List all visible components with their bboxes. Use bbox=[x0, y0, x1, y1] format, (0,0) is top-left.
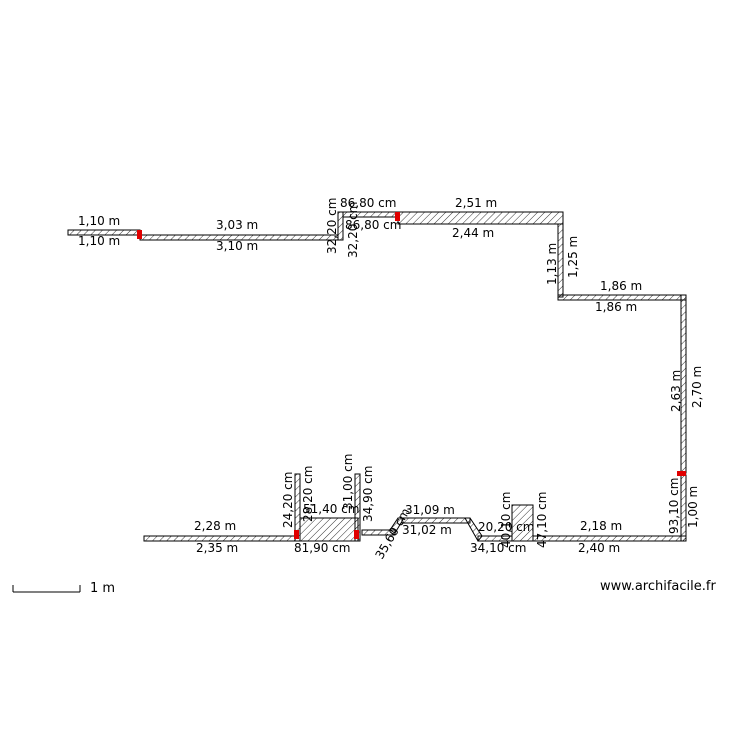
dimension-label: 2,44 m bbox=[452, 226, 494, 240]
junction-marker bbox=[294, 530, 299, 539]
dimension-label: 51,40 cm bbox=[303, 502, 359, 516]
wall-segment bbox=[361, 529, 396, 536]
wall-segment bbox=[338, 212, 343, 240]
dimension-label: 31,00 cm bbox=[341, 454, 355, 510]
site-credit[interactable]: www.archifacile.fr bbox=[600, 579, 716, 594]
dimension-label: 2,51 m bbox=[455, 196, 497, 210]
dimension-label: 32,20 cm bbox=[346, 202, 360, 258]
wall-segment bbox=[68, 230, 140, 235]
wall-segment bbox=[478, 536, 512, 541]
wall-segment bbox=[294, 473, 301, 542]
dimension-label: 3,10 m bbox=[216, 239, 258, 253]
dimension-label: 31,09 m bbox=[405, 503, 455, 517]
dimension-label: 34,10 cm bbox=[470, 541, 526, 555]
dimension-label: 32,20 cm bbox=[325, 198, 339, 254]
dimension-label: 2,70 m bbox=[690, 366, 704, 408]
wall-segment bbox=[295, 474, 300, 541]
dimension-label: 1,25 m bbox=[566, 236, 580, 278]
dimension-label: 3,03 m bbox=[216, 218, 258, 232]
wall-segment bbox=[681, 475, 686, 541]
dimension-label: 1,10 m bbox=[78, 214, 120, 228]
wall-segment bbox=[512, 505, 533, 541]
dimension-labels: 1,10 m 1,10 m 3,03 m 3,10 m 32,20 cm 32,… bbox=[78, 196, 704, 562]
dimension-label: 28,20 cm bbox=[301, 466, 315, 522]
wall-segment bbox=[533, 536, 686, 541]
wall-segment bbox=[355, 474, 360, 541]
scale-bar-label: 1 m bbox=[90, 581, 115, 596]
junction-markers bbox=[137, 212, 686, 539]
junction-marker bbox=[677, 471, 686, 476]
wall-segment bbox=[337, 211, 344, 241]
wall-segment bbox=[300, 518, 358, 541]
wall-segment bbox=[558, 295, 686, 300]
wall-segment bbox=[398, 212, 563, 224]
wall-segment bbox=[681, 295, 686, 473]
dimension-label: 1,86 m bbox=[600, 279, 642, 293]
dimension-label: 20,20 cm bbox=[478, 520, 534, 534]
dimension-label: 1,10 m bbox=[78, 234, 120, 248]
wall-segment bbox=[402, 518, 470, 523]
dimension-label: 1,00 m bbox=[686, 486, 700, 528]
dimension-label: 2,63 m bbox=[669, 370, 683, 412]
wall-segment bbox=[140, 235, 338, 240]
dimension-label: 31,02 m bbox=[402, 523, 452, 537]
dimension-label: 47,10 cm bbox=[535, 492, 549, 548]
dimension-label: 81,90 cm bbox=[294, 541, 350, 555]
dimension-label: 1,13 m bbox=[545, 243, 559, 285]
junction-marker bbox=[354, 530, 359, 539]
wall-segment bbox=[343, 212, 398, 217]
walls bbox=[67, 211, 687, 542]
dimension-label: 2,35 m bbox=[196, 541, 238, 555]
wall-segment bbox=[511, 504, 534, 542]
dimension-label: 2,18 m bbox=[580, 519, 622, 533]
wall-segment bbox=[144, 536, 295, 541]
dimension-label: 24,20 cm bbox=[281, 472, 295, 528]
dimension-label: 86,80 cm bbox=[340, 196, 396, 210]
wall-segment bbox=[558, 224, 563, 297]
dimension-label: 34,90 cm bbox=[361, 466, 375, 522]
dimension-label: 86,80 cm bbox=[345, 218, 401, 232]
scale-bar: 1 m bbox=[12, 581, 115, 596]
dimension-label: 1,86 m bbox=[595, 300, 637, 314]
junction-marker bbox=[137, 230, 142, 239]
dimension-label: 40,10 cm bbox=[499, 492, 513, 548]
dimension-label: 2,40 m bbox=[578, 541, 620, 555]
wall-segment bbox=[362, 530, 395, 535]
dimension-label: 2,28 m bbox=[194, 519, 236, 533]
wall-segment bbox=[354, 473, 361, 542]
dimension-label: 93,10 cm bbox=[667, 478, 681, 534]
junction-marker bbox=[395, 212, 400, 221]
